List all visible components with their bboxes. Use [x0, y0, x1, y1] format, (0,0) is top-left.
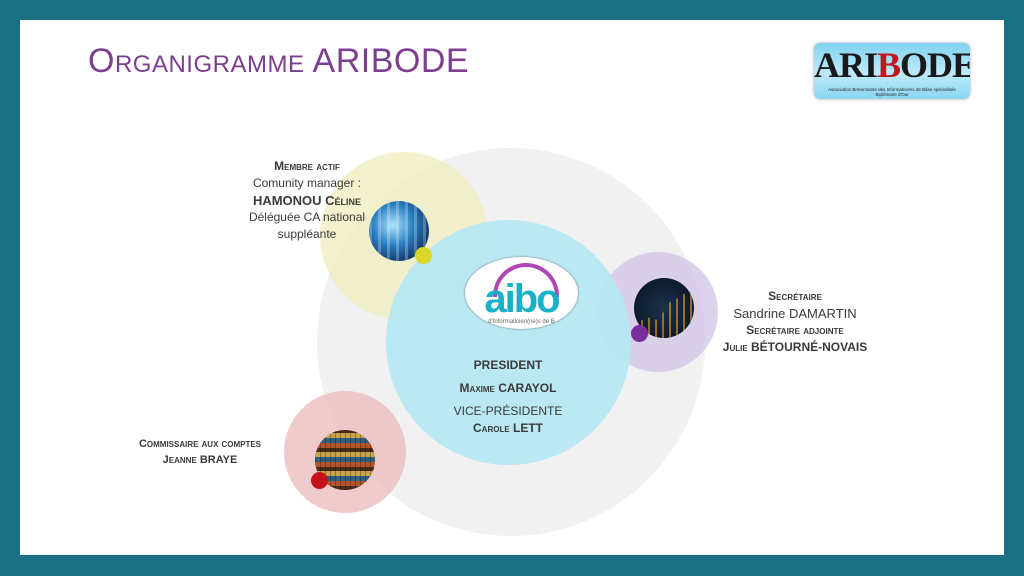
aibo-logo-tagline: d'Informaticien(ne)s de B — [488, 319, 555, 325]
commissaire-role: Commissaire aux comptes — [138, 438, 262, 450]
aribode-logo: ARIBODE Association Bretonnante des Info… — [814, 43, 970, 99]
president-block: PRESIDENT Maxime CARAYOL VICE-PRÉSIDENTE… — [448, 357, 568, 437]
secretary-role: Secrétaire — [768, 289, 822, 303]
secretary-role2: Secrétaire adjointe — [746, 323, 844, 337]
vice-label: VICE-PRÉSIDENTE — [453, 404, 563, 418]
aribode-logo-word: ARIBODE — [814, 45, 970, 85]
member-line3: Déléguée CA national — [248, 210, 366, 224]
commissaire-block: Commissaire aux comptes Jeanne BRAYE — [120, 436, 280, 468]
member-line4: suppléante — [277, 227, 337, 241]
aibo-logo-word: aibo — [484, 277, 560, 321]
aibo-logo: aibo d'Informaticien(ne)s de B — [465, 257, 578, 329]
member-role: Membre actif — [274, 159, 340, 173]
technology-network-photo — [369, 201, 429, 261]
secretary-dot — [631, 325, 648, 342]
president-label: PRESIDENT — [473, 358, 543, 372]
slide: Organigramme ARIBODE ARIBODE Association… — [20, 20, 1004, 555]
vice-name: Carole LETT — [473, 421, 543, 435]
commissaire-dot — [311, 472, 328, 489]
secretary-name: Sandrine DAMARTIN — [733, 306, 857, 321]
member-line1: Comunity manager : — [252, 176, 362, 190]
slide-title: Organigramme ARIBODE — [88, 42, 470, 80]
member-name: HAMONOU Céline — [252, 193, 362, 208]
aribode-logo-tagline: Association Bretonnante des Informaticie… — [828, 87, 956, 97]
secretary-name2: Julie BÉTOURNÉ-NOVAIS — [722, 340, 868, 354]
secretary-block: Secrétaire Sandrine DAMARTIN Secrétaire … — [700, 288, 890, 356]
president-name: Maxime CARAYOL — [459, 381, 557, 395]
member-block: Membre actif Comunity manager : HAMONOU … — [232, 158, 382, 243]
commissaire-name: Jeanne BRAYE — [162, 454, 238, 466]
member-dot — [415, 247, 432, 264]
